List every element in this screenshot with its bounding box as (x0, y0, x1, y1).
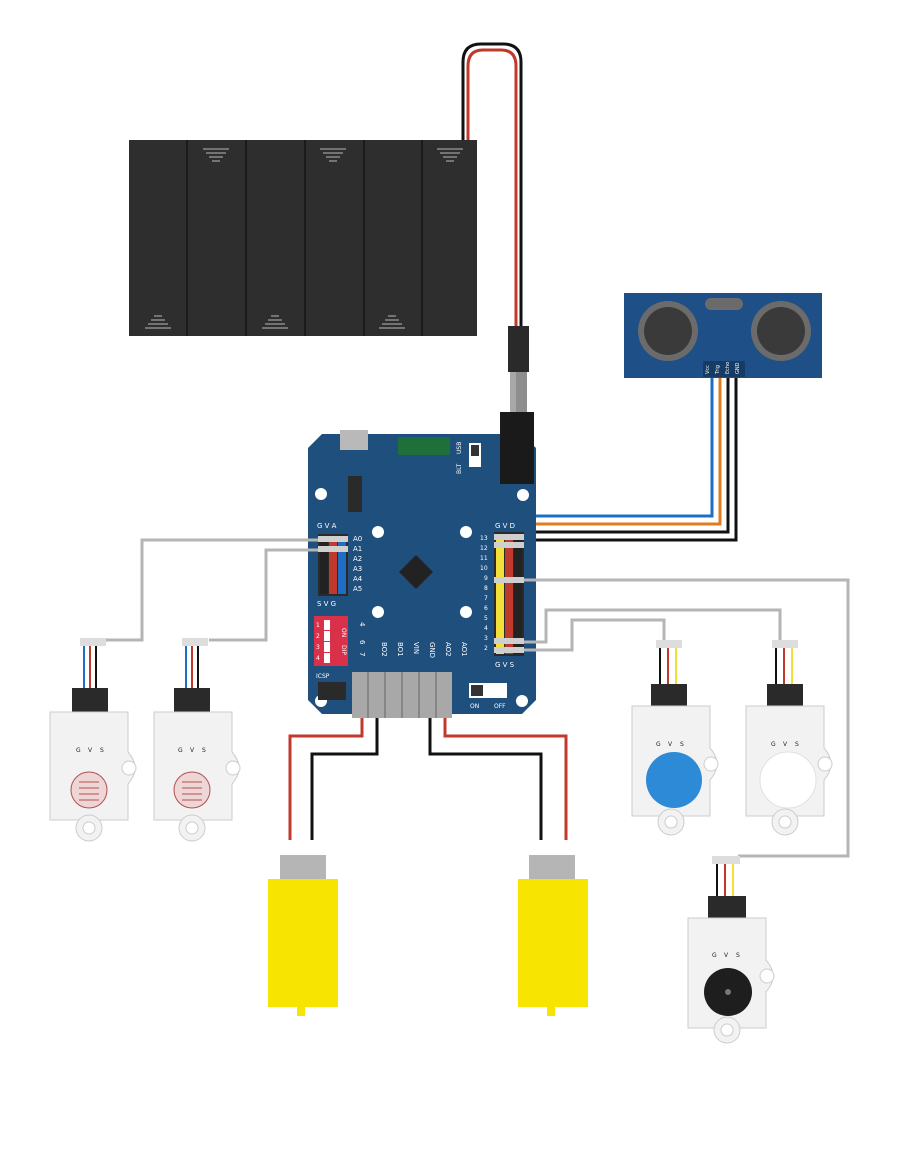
power-on-label: ON (470, 703, 479, 710)
label-bo1: BO1 (396, 642, 404, 657)
dip-on-label: ON (340, 628, 347, 637)
sensor-label-v: V (668, 741, 673, 748)
sensor-label-s: S (680, 741, 684, 748)
analog-header-bottom: S V G (317, 600, 336, 608)
icsp-header (318, 682, 346, 700)
sensor-label-v: V (190, 747, 195, 754)
pin-a1: A1 (353, 545, 362, 553)
pin-d13: 13 (480, 535, 488, 542)
label-gnd: GND (428, 642, 436, 658)
ultrasonic-pin-echo: Echo (725, 362, 731, 374)
bluetooth-module (398, 437, 450, 455)
light-sensor-left: G V S (49, 638, 137, 842)
power-off-label: OFF (494, 703, 506, 710)
sensor-label-g: G (712, 952, 717, 959)
pin-a2: A2 (353, 555, 362, 563)
sensor-signal-wires (106, 538, 850, 858)
controller-board: USB BLT G V A S V G A0 A1 A2 A3 A4 A5 (308, 412, 536, 718)
pin-d11: 11 (480, 555, 488, 562)
pin-d3: 3 (484, 635, 488, 642)
pin-d12: 12 (480, 545, 488, 552)
sensor-label-v: V (88, 747, 93, 754)
label-ao2: AO2 (444, 642, 452, 657)
digital-header (494, 532, 524, 656)
pin-d4: 4 (484, 625, 488, 632)
sensor-label-g: G (771, 741, 776, 748)
light-sensor-right: G V S (153, 638, 241, 842)
motor-left (268, 855, 338, 1016)
battery-pack (129, 140, 477, 336)
sensor-label-g: G (178, 747, 183, 754)
pin-a3: A3 (353, 565, 362, 573)
pin-a5: A5 (353, 585, 362, 593)
white-button-cap (759, 751, 817, 809)
battery-contacts (145, 148, 463, 329)
sensor-label-s: S (202, 747, 206, 754)
dip-number-2: 2 (316, 633, 320, 640)
motor-right (518, 855, 588, 1016)
pin-d6: 6 (484, 605, 488, 612)
dip-side-6: 6 (358, 640, 366, 645)
mount-hole (372, 606, 384, 618)
dip-label: DIP (340, 645, 347, 655)
ultrasonic-pin-vcc: Vcc (705, 365, 711, 374)
mount-hole (460, 526, 472, 538)
buzzer-module: G V S (687, 856, 775, 1044)
regulator (348, 476, 362, 512)
sensor-label-s: S (736, 952, 740, 959)
blt-label: BLT (456, 463, 463, 474)
sensor-label-s: S (100, 747, 104, 754)
usb-label: USB (456, 442, 463, 454)
pin-a4: A4 (353, 575, 363, 583)
mount-hole (315, 488, 327, 500)
dip-number-1: 1 (316, 622, 320, 629)
analog-header (318, 534, 348, 596)
ultrasonic-pin-trig: Trig (715, 365, 721, 375)
dip-switch (314, 616, 348, 666)
ultrasonic-wires (512, 378, 738, 542)
motor-terminal-block (352, 672, 452, 718)
dip-side-7: 7 (358, 652, 366, 656)
digital-header-top: G V D (495, 522, 515, 530)
power-jack (500, 412, 534, 484)
sensor-label-g: G (656, 741, 661, 748)
pin-d10: 10 (480, 565, 488, 572)
ultrasonic-pin-gnd: GND (735, 362, 741, 374)
dip-number-3: 3 (316, 644, 320, 651)
sensor-label-v: V (783, 741, 788, 748)
sensor-label-v: V (724, 952, 729, 959)
mount-hole (517, 489, 529, 501)
battery-lead (461, 42, 523, 326)
sensor-label-g: G (76, 747, 81, 754)
icsp-label: ICSP (316, 673, 330, 680)
dip-number-4: 4 (316, 655, 320, 662)
mount-hole (516, 695, 528, 707)
mount-hole (372, 526, 384, 538)
button-module-blue: G V S (631, 640, 719, 836)
dip-side-4: 4 (358, 622, 366, 627)
pin-d7: 7 (484, 595, 488, 602)
blue-button-cap (646, 752, 702, 808)
dc-plug (508, 326, 529, 412)
sensor-label-s: S (795, 741, 799, 748)
pin-a0: A0 (353, 535, 362, 543)
pin-d8: 8 (484, 585, 488, 592)
pin-d9: 9 (484, 575, 488, 582)
digital-header-bottom: G V S (495, 661, 515, 669)
motor-wires (288, 718, 568, 840)
label-bo2: BO2 (380, 642, 388, 657)
mount-hole (460, 606, 472, 618)
button-module-white: G V S (745, 640, 833, 836)
pin-d2: 2 (484, 645, 488, 652)
analog-header-top: G V A (317, 522, 337, 530)
microcontroller-chip (399, 555, 433, 589)
pin-d5: 5 (484, 615, 488, 622)
label-ao1: AO1 (460, 642, 468, 657)
label-vin: VIN (412, 642, 420, 654)
ultrasonic-sensor: Vcc Trig Echo GND (624, 293, 822, 378)
usb-port (340, 430, 368, 450)
